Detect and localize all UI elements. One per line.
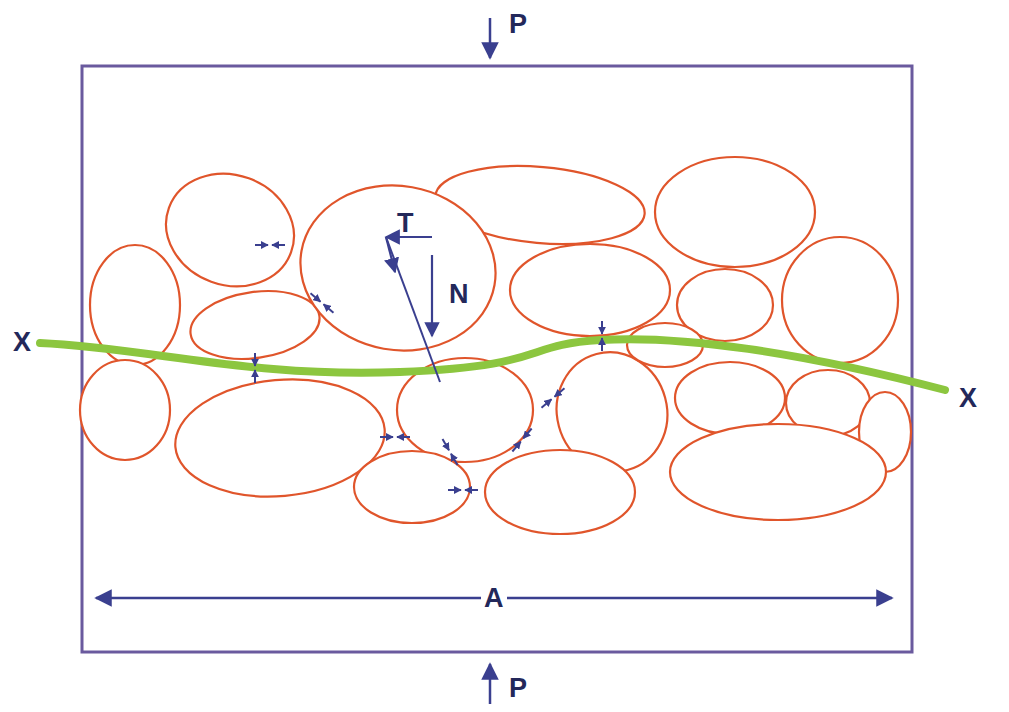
contact-arrow — [448, 489, 461, 491]
contact-arrow — [311, 293, 321, 301]
contact-arrow — [443, 439, 450, 450]
contact-arrow — [272, 244, 285, 246]
area-label: A — [481, 584, 507, 613]
contact-arrow — [254, 370, 256, 383]
plane-label: X — [956, 384, 980, 413]
contact-arrow — [255, 244, 268, 246]
soil-grains — [80, 156, 911, 534]
contact-arrow — [601, 338, 603, 351]
contact-arrow — [601, 321, 603, 334]
load-arrow-bottom — [489, 664, 492, 704]
load-label: P — [506, 674, 530, 703]
force-label: N — [446, 280, 472, 309]
contact-forces — [255, 245, 602, 490]
contact-arrow — [397, 436, 410, 438]
contact-arrow — [465, 489, 478, 491]
plane-label: X — [10, 328, 34, 357]
contact-arrow — [542, 399, 552, 407]
contact-arrow — [254, 353, 256, 366]
load-arrow-top — [489, 18, 492, 58]
contact-arrow — [555, 388, 565, 396]
contact-arrow — [523, 429, 531, 439]
normal-force-arrow — [431, 255, 433, 336]
load-label: P — [506, 10, 530, 39]
resultant-force-line — [386, 237, 440, 382]
force-label: T — [394, 209, 417, 238]
contact-arrow — [512, 442, 520, 452]
contact-arrow — [451, 454, 458, 465]
contact-arrow — [380, 436, 393, 438]
contact-arrow — [324, 304, 334, 312]
failure-plane — [40, 339, 945, 390]
